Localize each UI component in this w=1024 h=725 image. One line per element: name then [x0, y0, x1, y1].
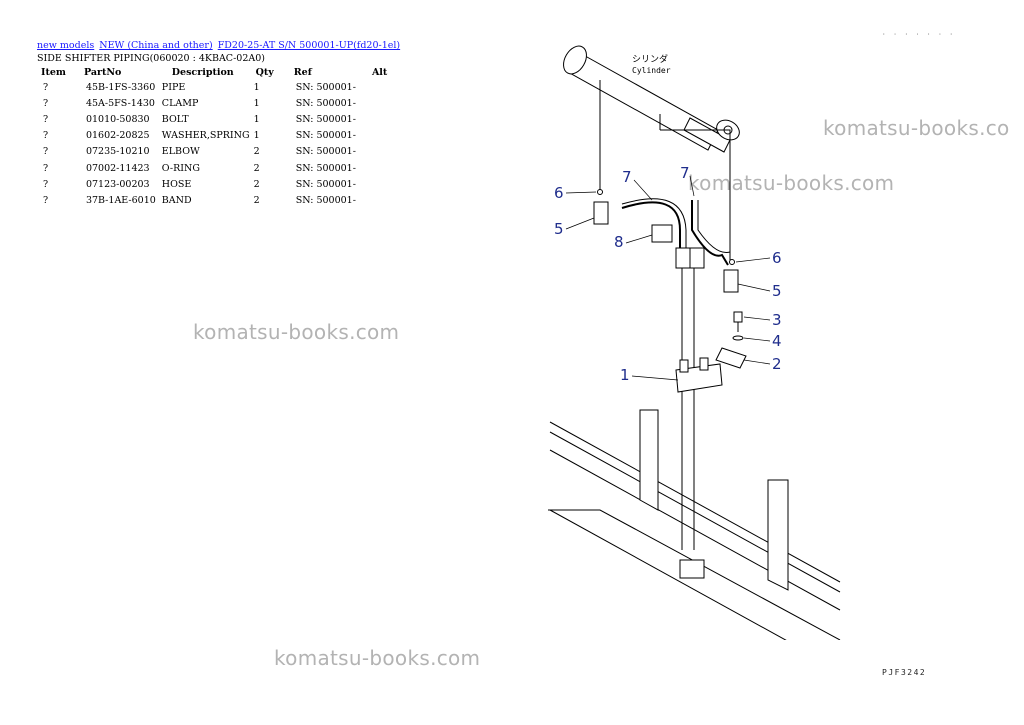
cell-qty: 2: [253, 178, 260, 190]
table-row: ? 01010-50830 BOLT 1 SN: 500001-: [37, 111, 391, 127]
hose-right: [691, 200, 729, 266]
parts-diagram: シリンダ Cylinder 1 2 3 4 5 5 6 6 7 7 8: [548, 45, 841, 640]
cell-ref: SN: 500001-: [295, 178, 356, 190]
cylinder-rod: [683, 117, 731, 153]
elbow-right: [723, 269, 739, 293]
header-partno: PartNo: [83, 67, 122, 78]
cell-partno: 45B-1FS-3360: [85, 81, 156, 93]
cell-qty: 2: [253, 162, 260, 174]
cell-alt: [358, 160, 391, 176]
table-row: ? 07123-00203 HOSE 2 SN: 500001-: [37, 176, 391, 192]
cell-qty: 1: [253, 130, 260, 142]
parts-table: Item PartNo Description Qty Ref Alt ? 45B…: [37, 66, 391, 209]
callout-2: 2: [772, 355, 782, 373]
cell-ref: SN: 500001-: [295, 81, 356, 93]
cell-partno: 07235-10210: [85, 146, 150, 158]
cell-qty: 2: [253, 146, 260, 158]
cell-item: ?: [43, 146, 49, 158]
mast-frame: [549, 421, 841, 640]
band: [651, 224, 673, 243]
page-title: SIDE SHIFTER PIPING(060020 : 4KBAC-02A0): [37, 53, 265, 64]
callout-5: 5: [772, 282, 782, 300]
cell-alt: [358, 176, 391, 192]
breadcrumb-link-new-china[interactable]: NEW (China and other): [99, 40, 213, 51]
header-item: Item: [41, 67, 66, 78]
header-ref: Ref: [293, 67, 312, 78]
drawing-page-code: PJF3242: [882, 668, 927, 677]
watermark: komatsu-books.co: [823, 116, 1010, 140]
cell-partno: 37B-1AE-6010: [85, 194, 156, 206]
cell-partno: 45A-5FS-1430: [85, 97, 155, 109]
cell-qty: 1: [253, 97, 260, 109]
header-alt: Alt: [371, 67, 388, 78]
cylinder-label-jp: シリンダ: [632, 53, 668, 65]
cell-partno: 01602-20825: [85, 130, 150, 142]
cell-alt: [358, 95, 391, 111]
callout-6: 6: [554, 184, 564, 202]
cell-item: ?: [43, 81, 49, 93]
cell-description: WASHER,SPRING: [161, 130, 250, 142]
cell-ref: SN: 500001-: [295, 130, 356, 142]
callout-7: 7: [622, 168, 632, 186]
watermark: komatsu-books.com: [193, 320, 400, 344]
cell-description: ELBOW: [161, 146, 200, 158]
cell-alt: [358, 144, 391, 160]
breadcrumb-link-model[interactable]: FD20-25-AT S/N 500001-UP(fd20-1el): [217, 40, 401, 51]
cell-alt: [358, 111, 391, 127]
breadcrumb: new models NEW (China and other) FD20-25…: [37, 40, 402, 51]
cell-item: ?: [43, 178, 49, 190]
cell-ref: SN: 500001-: [295, 97, 356, 109]
cell-partno: 01010-50830: [85, 113, 150, 125]
callout-7: 7: [680, 164, 690, 182]
cell-item: ?: [43, 162, 49, 174]
cell-partno: 07123-00203: [85, 178, 150, 190]
elbow-left: [593, 201, 609, 225]
table-row: ? 07002-11423 O-RING 2 SN: 500001-: [37, 160, 391, 176]
table-row: ? 37B-1AE-6010 BAND 2 SN: 500001-: [37, 192, 391, 208]
cell-alt: [358, 79, 391, 95]
callout-4: 4: [772, 332, 782, 350]
cell-description: BAND: [161, 194, 192, 206]
cell-item: ?: [43, 130, 49, 142]
header-qty: Qty: [255, 67, 274, 78]
cell-description: BOLT: [161, 113, 189, 125]
breadcrumb-link-new-models[interactable]: new models: [37, 40, 95, 51]
callout-3: 3: [772, 311, 782, 329]
hose-left: [621, 201, 681, 260]
cell-ref: SN: 500001-: [295, 194, 356, 206]
cell-ref: SN: 500001-: [295, 113, 356, 125]
cell-qty: 1: [253, 113, 260, 125]
cell-item: ?: [43, 194, 49, 206]
table-row: ? 45A-5FS-1430 CLAMP 1 SN: 500001-: [37, 95, 391, 111]
table-row: ? 45B-1FS-3360 PIPE 1 SN: 500001-: [37, 79, 391, 95]
cell-qty: 2: [253, 194, 260, 206]
callout-6: 6: [772, 249, 782, 267]
cell-ref: SN: 500001-: [295, 146, 356, 158]
table-row: ? 07235-10210 ELBOW 2 SN: 500001-: [37, 144, 391, 160]
cell-alt: [358, 128, 391, 144]
cell-alt: [358, 192, 391, 208]
header-description: Description: [171, 67, 234, 78]
cell-partno: 07002-11423: [85, 162, 150, 174]
cell-ref: SN: 500001-: [295, 162, 356, 174]
cell-description: CLAMP: [161, 97, 199, 109]
drawing-top-code: · · · · · · ·: [882, 31, 955, 38]
watermark: komatsu-books.com: [274, 646, 481, 670]
cell-qty: 1: [253, 81, 260, 93]
table-header-row: Item PartNo Description Qty Ref Alt: [37, 66, 391, 79]
watermark: komatsu-books.com: [688, 171, 895, 195]
callout-5: 5: [554, 220, 564, 238]
cell-description: O-RING: [161, 162, 200, 174]
cell-item: ?: [43, 113, 49, 125]
cell-description: PIPE: [161, 81, 186, 93]
cylinder-label: Cylinder: [632, 66, 671, 75]
callout-8: 8: [614, 233, 624, 251]
cell-description: HOSE: [161, 178, 192, 190]
callout-1: 1: [620, 366, 630, 384]
cylinder-end: [563, 45, 587, 75]
cell-item: ?: [43, 97, 49, 109]
